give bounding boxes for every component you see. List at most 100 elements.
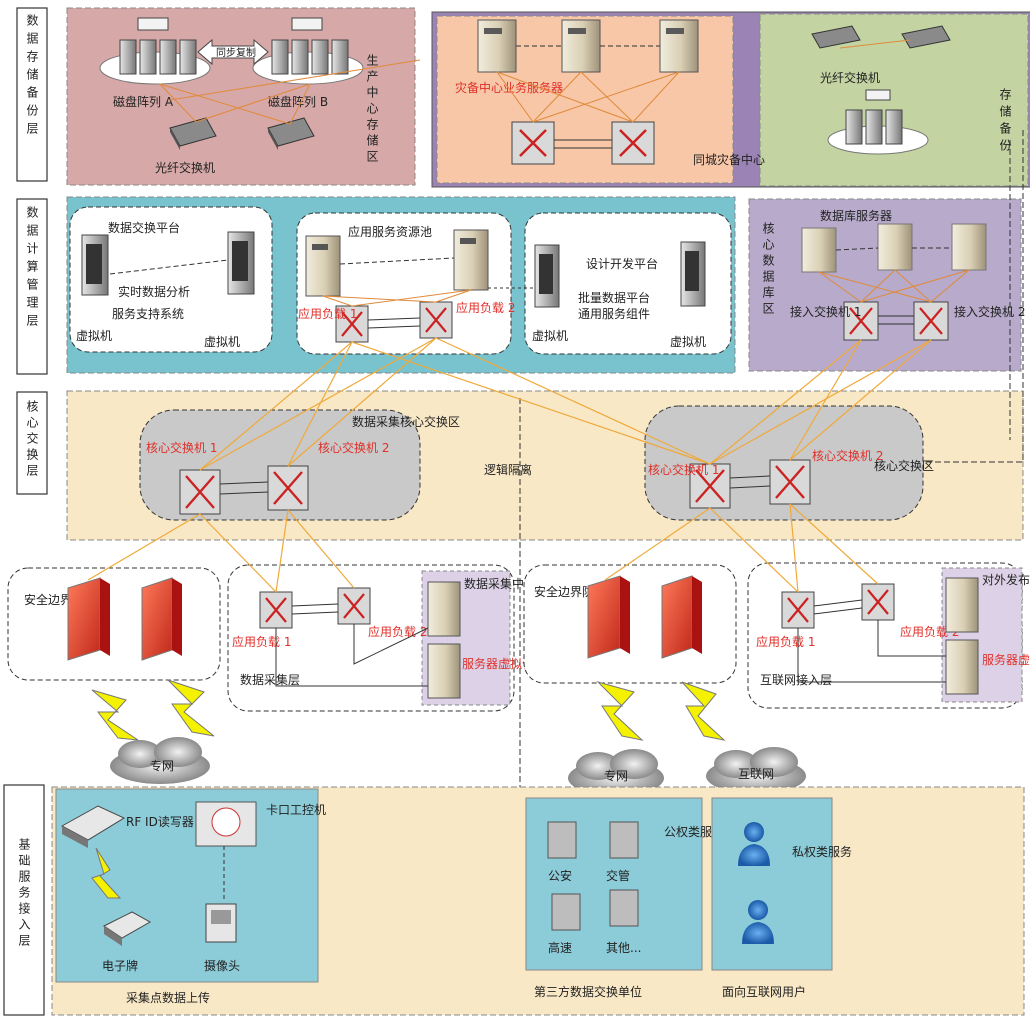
collect-core-switch-icon-2: [268, 466, 308, 510]
design-dev-label: 设计开发平台: [586, 256, 658, 271]
security-left-box: [8, 568, 220, 680]
app-pool-server-icon-2: [454, 230, 488, 290]
wireless-icon-4: [682, 682, 724, 740]
layer-base-label: 基础服务接入层: [17, 838, 31, 950]
dr-center-label: 同城灾备中心: [693, 152, 765, 167]
middleware-server-icon: [428, 582, 460, 636]
internet-lb2-switch-icon: [862, 584, 894, 620]
internet-lb1-switch-icon: [782, 592, 814, 628]
core-sw1-right-label: 核心交换机 1: [648, 462, 719, 477]
core-zone-switch-icon-2: [770, 460, 810, 504]
internet-users-box: [712, 798, 832, 970]
app-lb2-label: 应用负载 2: [456, 300, 515, 315]
core-sw2-right-label: 核心交换机 2: [812, 448, 883, 463]
prod-center-label: 生产中心存储区: [365, 54, 379, 166]
wireless-icon-1: [92, 690, 138, 740]
dr-switch-icon-2: [612, 122, 654, 164]
dr-server-label: 灾备中心业务服务器: [455, 80, 563, 95]
db-server-icon-2: [878, 224, 912, 270]
access-switch-icon-2: [914, 302, 948, 340]
logic-isolation-label: 逻辑隔离: [484, 462, 532, 477]
police-label: 公安: [548, 868, 572, 883]
collect-lb2-label: 应用负载 2: [368, 624, 427, 639]
vm-label-1: 虚拟机: [76, 329, 112, 343]
firewall-icon-2: [142, 578, 182, 660]
vm-label-3: 虚拟机: [532, 329, 568, 343]
virtualize-right-label: 服务器虚拟化: [982, 652, 1030, 667]
layer-storage-label: 数据存储备份层: [25, 13, 39, 140]
app-lb2-switch-icon: [420, 302, 452, 338]
internet-label: 互联网: [738, 767, 774, 781]
app-lb1-label: 应用负载 1: [298, 306, 357, 321]
collect-lb1-switch-icon: [260, 592, 292, 628]
virtualize-left-label: 服务器虚拟化: [462, 656, 534, 671]
dr-server-icon-3: [660, 20, 698, 72]
highway-label: 高速: [548, 940, 572, 955]
disk-array-a-label: 磁盘阵列 A: [113, 94, 174, 109]
virtualize-right-server-icon: [946, 640, 978, 694]
traffic-server-icon: [610, 822, 638, 858]
backup-fc-switch-label: 光纤交换机: [820, 70, 880, 85]
vm-server-icon-4: [681, 242, 705, 306]
checkpoint-label: 卡口工控机: [266, 803, 326, 817]
access-sw1-label: 接入交换机 1: [790, 304, 861, 319]
layer-core-label: 核心交换层: [25, 400, 39, 480]
highway-server-icon: [552, 894, 580, 930]
dr-server-icon-2: [562, 20, 600, 72]
vm-server-icon-2: [228, 232, 254, 294]
app-pool-server-icon-1: [306, 236, 340, 296]
firewall-icon-4: [662, 576, 702, 658]
collect-lb1-label: 应用负载 1: [232, 634, 291, 649]
db-server-icon-1: [802, 228, 836, 272]
access-sw2-label: 接入交换机 2: [954, 304, 1025, 319]
vm-server-icon-1: [82, 235, 108, 295]
dr-server-icon-1: [478, 20, 516, 72]
dr-switch-icon-1: [512, 122, 554, 164]
wireless-icon-2: [168, 680, 214, 736]
collect-upload-label: 采集点数据上传: [126, 990, 210, 1005]
wireless-icon-3: [598, 682, 642, 740]
camera-label: 摄像头: [204, 958, 240, 973]
disk-array-b-label: 磁盘阵列 B: [268, 94, 328, 109]
layer-compute-label: 数据计算管理层: [25, 205, 39, 332]
publish-server-icon: [946, 578, 978, 632]
vm-label-2: 虚拟机: [204, 335, 240, 349]
third-party-label: 第三方数据交换单位: [534, 984, 642, 999]
private-net-left-label: 专网: [150, 758, 174, 773]
app-pool-label: 应用服务资源池: [348, 224, 432, 239]
core-db-label: 核心数据库区: [761, 222, 775, 318]
camera-icon: [206, 904, 236, 942]
realtime-label: 实时数据分析: [118, 284, 190, 299]
rfid-label: RF ID读写器: [126, 815, 194, 829]
vm-server-icon-3: [535, 245, 559, 307]
traffic-label: 交管: [606, 868, 630, 883]
internet-access-label: 互联网接入层: [760, 672, 832, 687]
common-components-label: 通用服务组件: [578, 306, 650, 321]
police-server-icon: [548, 822, 576, 858]
internet-users-label: 面向互联网用户: [722, 984, 806, 999]
data-exchange-label: 数据交换平台: [108, 220, 180, 235]
sync-copy-label: 同步复制: [216, 46, 256, 59]
virtualize-server-icon: [428, 644, 460, 698]
firewall-icon-1: [68, 578, 110, 660]
core-sw1-left-label: 核心交换机 1: [146, 440, 217, 455]
vm-label-4: 虚拟机: [670, 335, 706, 349]
checkpoint-pc-icon: [196, 802, 256, 846]
batch-label: 批量数据平台: [578, 290, 650, 305]
fc-switch-label: 光纤交换机: [155, 160, 215, 175]
private-net-right-label: 专网: [604, 768, 628, 783]
core-zone-label: 核心交换区: [874, 458, 934, 473]
internet-lb1-label: 应用负载 1: [756, 634, 815, 649]
private-service-label: 私权类服务: [792, 844, 852, 859]
db-server-label: 数据库服务器: [820, 208, 892, 223]
others-label: 其他...: [606, 941, 641, 955]
db-server-icon-3: [952, 224, 986, 270]
collect-core-label: 数据采集核心交换区: [352, 414, 460, 429]
backup-zone: [760, 14, 1028, 186]
collect-core-switch-icon-1: [180, 470, 220, 514]
service-support-label: 服务支持系统: [112, 306, 184, 321]
collect-lb2-switch-icon: [338, 588, 370, 624]
